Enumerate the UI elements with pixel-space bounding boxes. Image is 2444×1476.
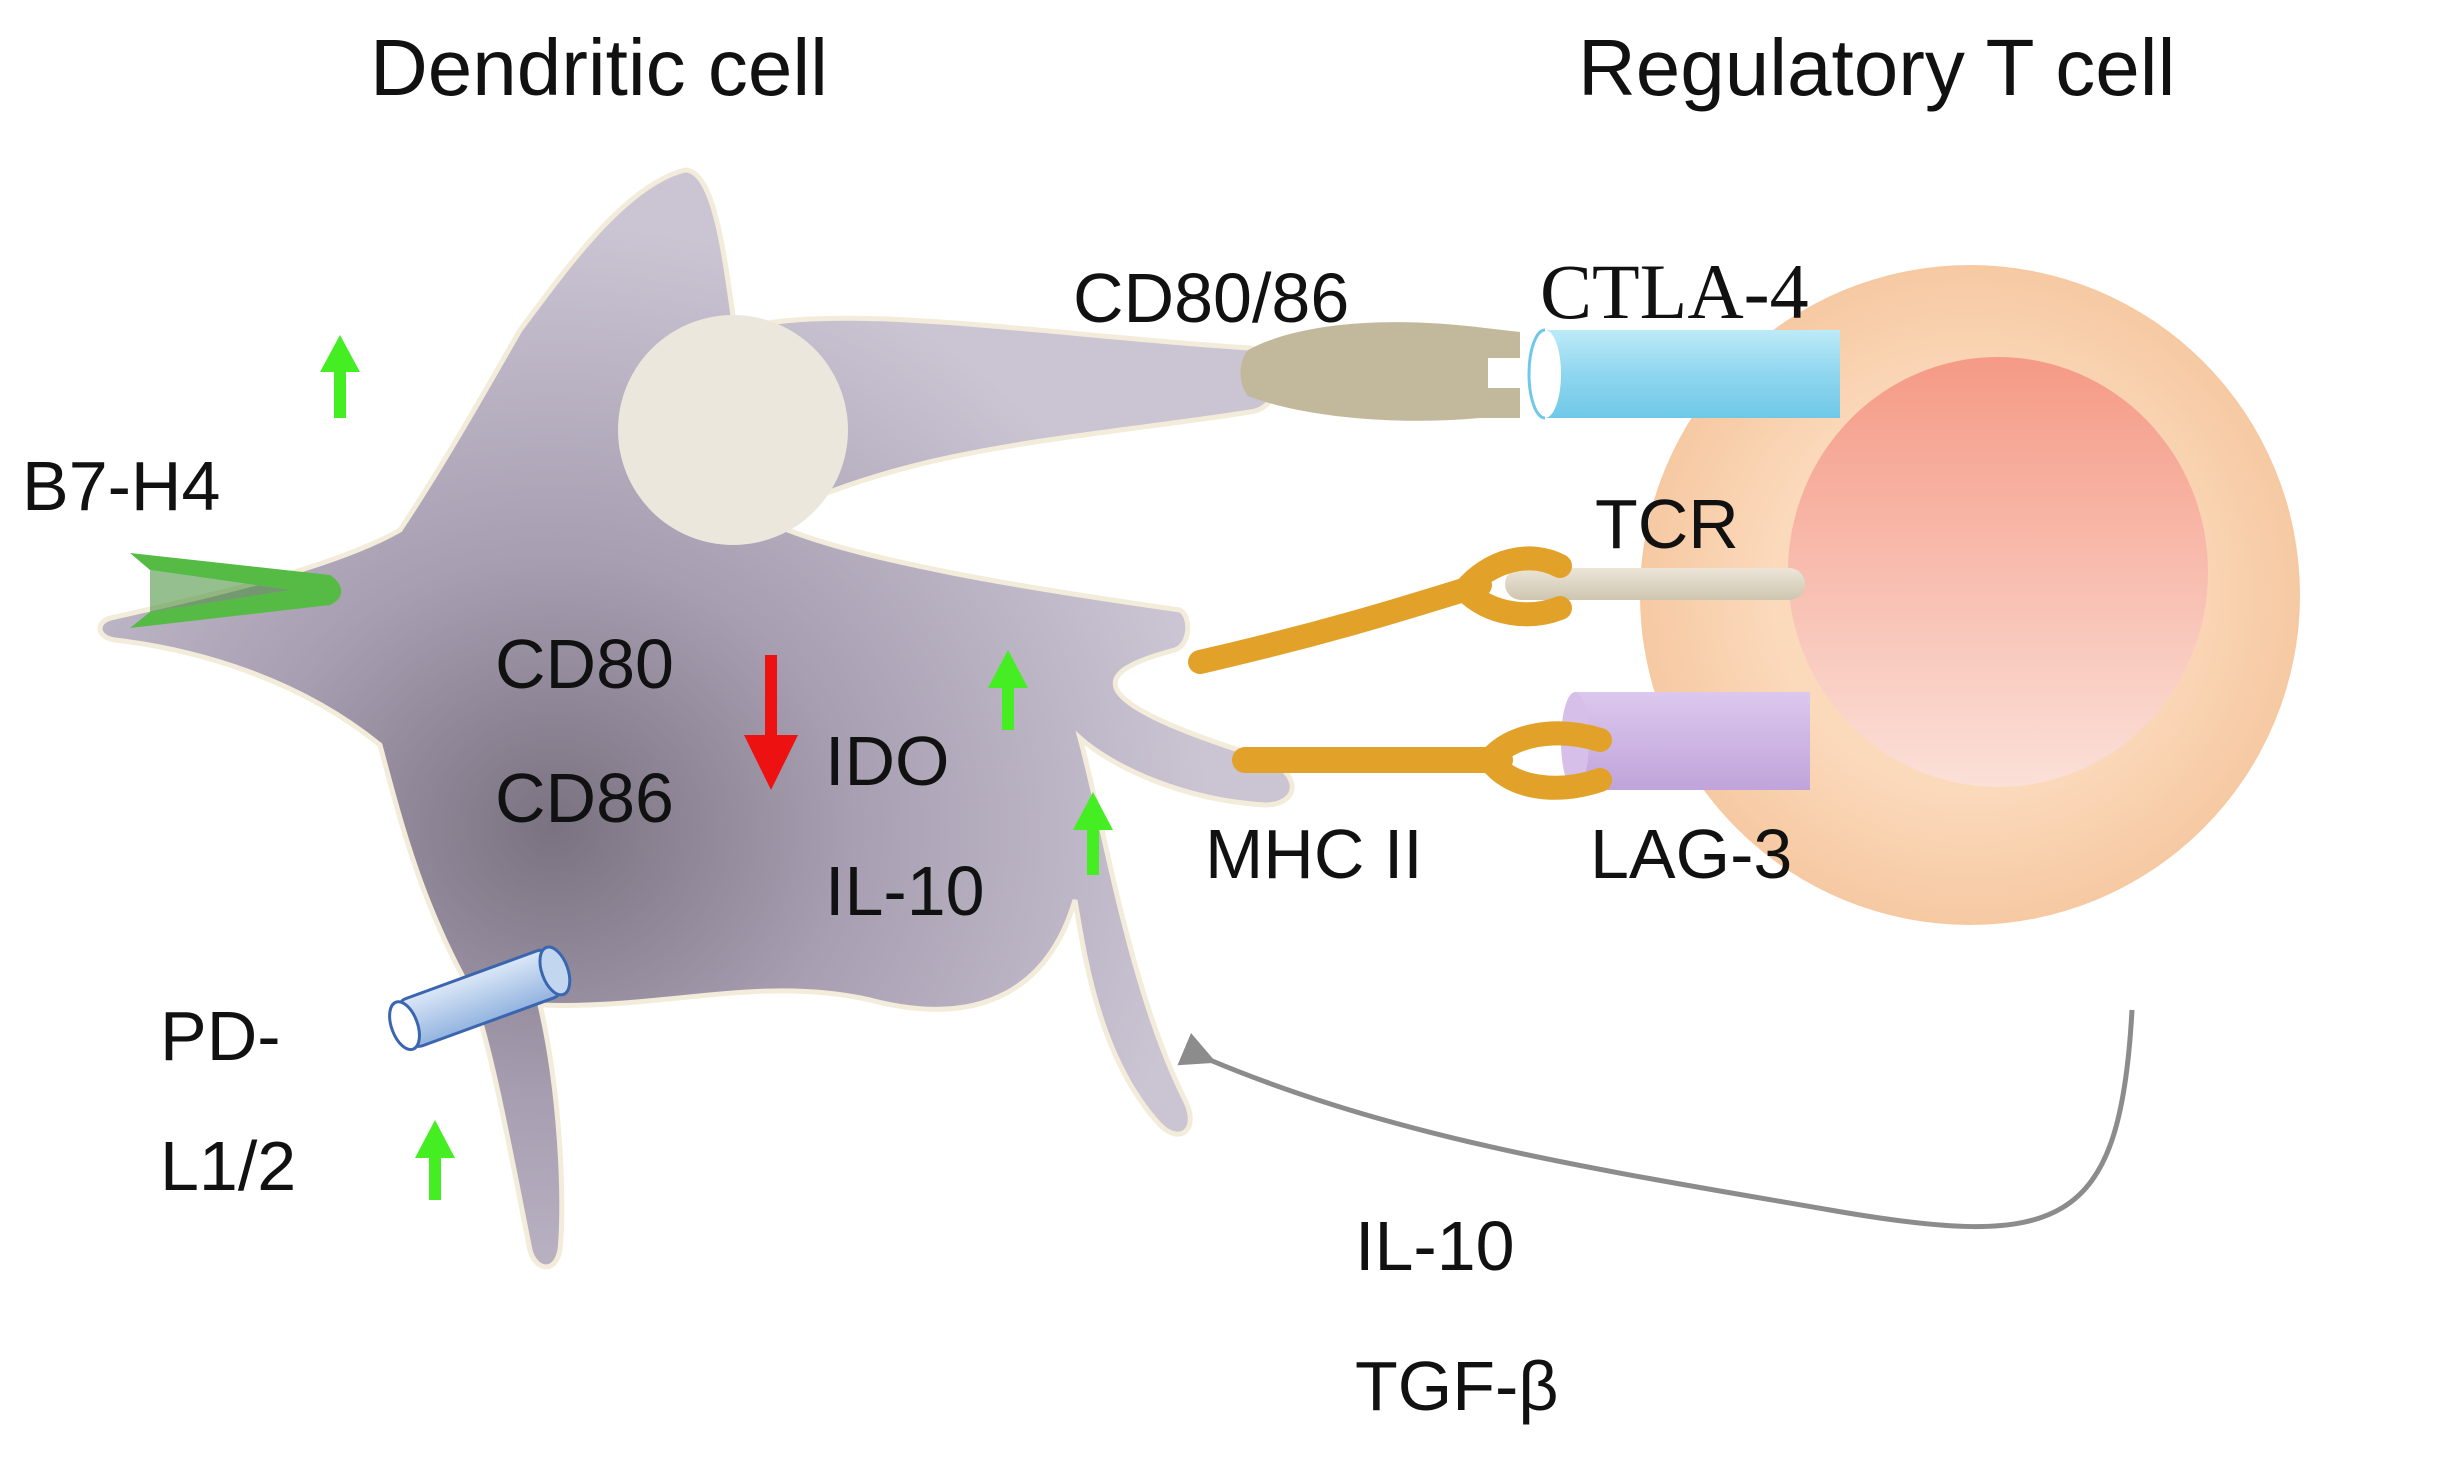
- cd80-86-ligand: [1240, 322, 1520, 421]
- cd80-label: CD80: [495, 625, 674, 703]
- lag3-receptor: [1561, 692, 1810, 790]
- pdl-label-line2: L1/2: [160, 1127, 296, 1205]
- cytokine-feedback-arrow: [1177, 1009, 2135, 1230]
- cd80-cd86-down-arrow-icon: [744, 655, 798, 790]
- ctla4-label: CTLA-4: [1540, 248, 1809, 335]
- b7h4-label: B7-H4: [22, 447, 220, 525]
- b7h4-molecule: [130, 553, 342, 628]
- il10-up-arrow-icon: [1073, 792, 1113, 875]
- lag3-label: LAG-3: [1590, 815, 1792, 893]
- mhc-ii-label: MHC II: [1205, 815, 1423, 893]
- tcr-receptor: [1505, 568, 1805, 600]
- tcr-label: TCR: [1595, 485, 1739, 563]
- ctla4-receptor: [1527, 328, 1840, 420]
- ido-up-arrow-icon: [988, 650, 1028, 730]
- secreted-il10-label: IL-10: [1355, 1207, 1515, 1285]
- cd86-label: CD86: [495, 759, 674, 837]
- regulatory-t-cell-title: Regulatory T cell: [1578, 23, 2175, 112]
- treg-nucleus: [1788, 357, 2208, 787]
- dc-il10-label: IL-10: [825, 852, 985, 930]
- secreted-tgfb-label: TGF-β: [1355, 1347, 1559, 1425]
- cd80-86-label: CD80/86: [1073, 259, 1349, 337]
- dendritic-cell-title: Dendritic cell: [370, 23, 828, 112]
- b7h4-up-arrow-icon: [320, 335, 360, 418]
- mhc-ii-upper: [1188, 546, 1572, 674]
- dendritic-cell-nucleus: [618, 315, 848, 545]
- mhc-ii-lower: [1232, 721, 1612, 800]
- ido-label: IDO: [825, 722, 949, 800]
- pdl-molecule: [388, 945, 572, 1052]
- pdl-label-line1: PD-: [160, 997, 281, 1075]
- pdl-up-arrow-icon: [415, 1120, 455, 1200]
